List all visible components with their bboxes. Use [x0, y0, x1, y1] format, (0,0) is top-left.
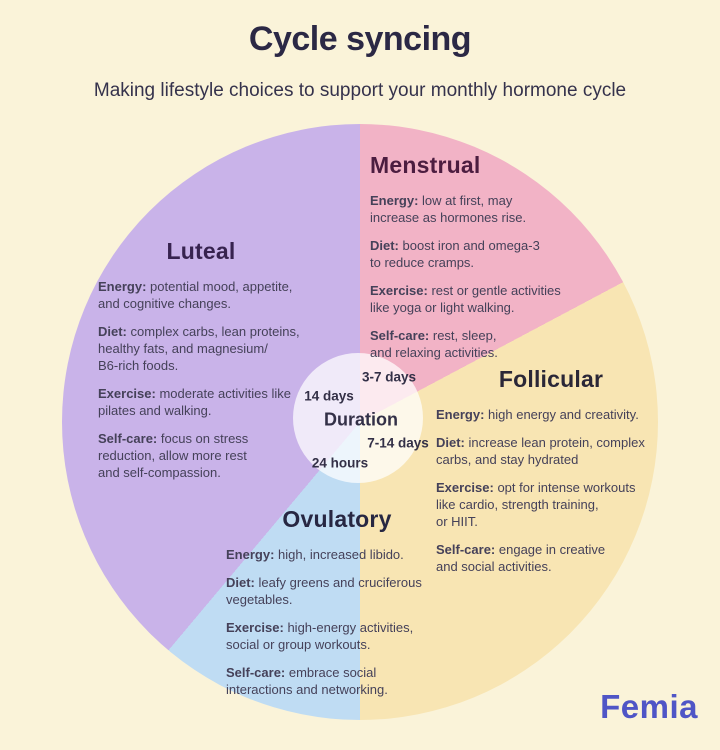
ovulatory-exercise: Exercise: high-energy activities, social…	[226, 620, 414, 652]
exercise-label: Exercise:	[98, 386, 156, 401]
self-care-label: Self-care:	[436, 542, 496, 557]
page-title: Cycle syncing	[248, 20, 472, 58]
follicular-self-care: Self-care: engage in creative and social…	[436, 542, 606, 574]
ovulatory-diet: Diet: leafy greens and cruciferous veget…	[226, 575, 422, 607]
subtitle: Making lifestyle choices to support your…	[93, 80, 627, 101]
luteal-diet: Diet: complex carbs, lean proteins, heal…	[98, 324, 300, 373]
self-care-label: Self-care:	[98, 431, 158, 446]
diet-label: Diet:	[98, 324, 127, 339]
ovulatory-self-care: Self-care: embrace social interactions a…	[226, 665, 388, 697]
diet-label: Diet:	[226, 575, 255, 590]
follicular-diet: Diet: increase lean protein, complex car…	[436, 435, 645, 467]
exercise-label: Exercise:	[226, 620, 284, 635]
luteal-self-care: Self-care: focus on stress reduction, al…	[98, 431, 249, 480]
menstrual-exercise: Exercise: rest or gentle activities like…	[370, 283, 561, 315]
self-care-label: Self-care:	[226, 665, 286, 680]
duration-circle	[293, 353, 423, 483]
luteal-exercise: Exercise: moderate activities like pilat…	[98, 386, 291, 418]
energy-label: Energy:	[436, 407, 485, 422]
menstrual-energy: Energy: low at first, may increase as ho…	[370, 193, 527, 225]
duration-menstrual: 3-7 days	[361, 369, 417, 385]
phase-luteal: Luteal Energy: potential mood, appetite,…	[98, 238, 338, 492]
menstrual-diet: Diet: boost iron and omega-3 to reduce c…	[370, 238, 540, 270]
duration-follicular: 7-14 days	[367, 435, 429, 451]
diet-label: Diet:	[370, 238, 399, 253]
self-care-label: Self-care:	[370, 328, 430, 343]
phase-menstrual: Menstrual Energy: low at first, may incr…	[370, 152, 610, 372]
follicular-energy: Energy: high energy and creativity.	[436, 407, 639, 422]
energy-label: Energy:	[370, 193, 419, 208]
brand-logo: Femia	[600, 688, 698, 725]
energy-label: Energy:	[98, 279, 147, 294]
duration-luteal: 14 days	[304, 388, 354, 404]
duration-center-label: Duration	[324, 409, 398, 430]
phase-luteal-title: Luteal	[166, 238, 236, 264]
phase-menstrual-title: Menstrual	[370, 152, 481, 178]
ovulatory-energy: Energy: high, increased libido.	[226, 547, 404, 562]
duration-ovulatory: 24 hours	[311, 455, 369, 471]
energy-label: Energy:	[226, 547, 275, 562]
diet-label: Diet:	[436, 435, 465, 450]
phase-follicular: Follicular Energy: high energy and creat…	[436, 366, 682, 586]
luteal-energy: Energy: potential mood, appetite, and co…	[98, 279, 293, 311]
menstrual-self-care: Self-care: rest, sleep, and relaxing act…	[370, 328, 498, 360]
phase-follicular-title: Follicular	[498, 366, 604, 392]
phase-ovulatory: Ovulatory Energy: high, increased libido…	[226, 506, 472, 709]
exercise-label: Exercise:	[370, 283, 428, 298]
phase-ovulatory-title: Ovulatory	[282, 506, 392, 532]
follicular-exercise: Exercise: opt for intense workouts like …	[436, 480, 636, 529]
exercise-label: Exercise:	[436, 480, 494, 495]
